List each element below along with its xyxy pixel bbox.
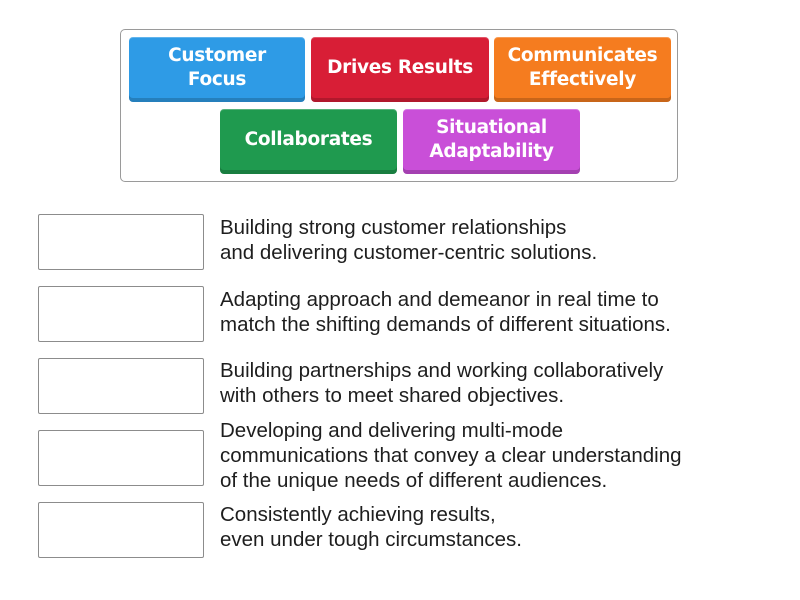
match-description: Building partnerships and working collab…	[220, 359, 664, 407]
tile-label: Collaborates	[244, 129, 373, 150]
tile-communicates-effectively[interactable]: Communicates Effectively	[494, 37, 671, 102]
match-row: Building partnerships and working collab…	[38, 358, 778, 414]
match-description: Building strong customer relationships a…	[220, 216, 598, 264]
tile-label: Situational Adaptability	[429, 117, 554, 162]
match-row: Developing and delivering multi-mode com…	[38, 419, 778, 492]
match-description: Consistently achieving results, even und…	[220, 503, 522, 551]
drop-box[interactable]	[38, 430, 204, 486]
tile-bank: Customer Focus Drives Results Communicat…	[120, 29, 678, 182]
tile-label: Drives Results	[327, 57, 473, 78]
match-row: Consistently achieving results, even und…	[38, 502, 778, 558]
match-row: Building strong customer relationships a…	[38, 214, 778, 270]
tile-customer-focus[interactable]: Customer Focus	[129, 37, 305, 102]
tile-label: Communicates Effectively	[507, 45, 658, 90]
match-row: Adapting approach and demeanor in real t…	[38, 286, 778, 342]
drop-box[interactable]	[38, 358, 204, 414]
tile-drives-results[interactable]: Drives Results	[311, 37, 489, 102]
drop-box[interactable]	[38, 286, 204, 342]
tile-situational-adaptability[interactable]: Situational Adaptability	[403, 109, 580, 174]
match-description: Developing and delivering multi-mode com…	[220, 419, 682, 492]
tile-collaborates[interactable]: Collaborates	[220, 109, 397, 174]
drop-box[interactable]	[38, 502, 204, 558]
drop-box[interactable]	[38, 214, 204, 270]
tile-label: Customer Focus	[168, 45, 266, 90]
match-description: Adapting approach and demeanor in real t…	[220, 288, 671, 336]
